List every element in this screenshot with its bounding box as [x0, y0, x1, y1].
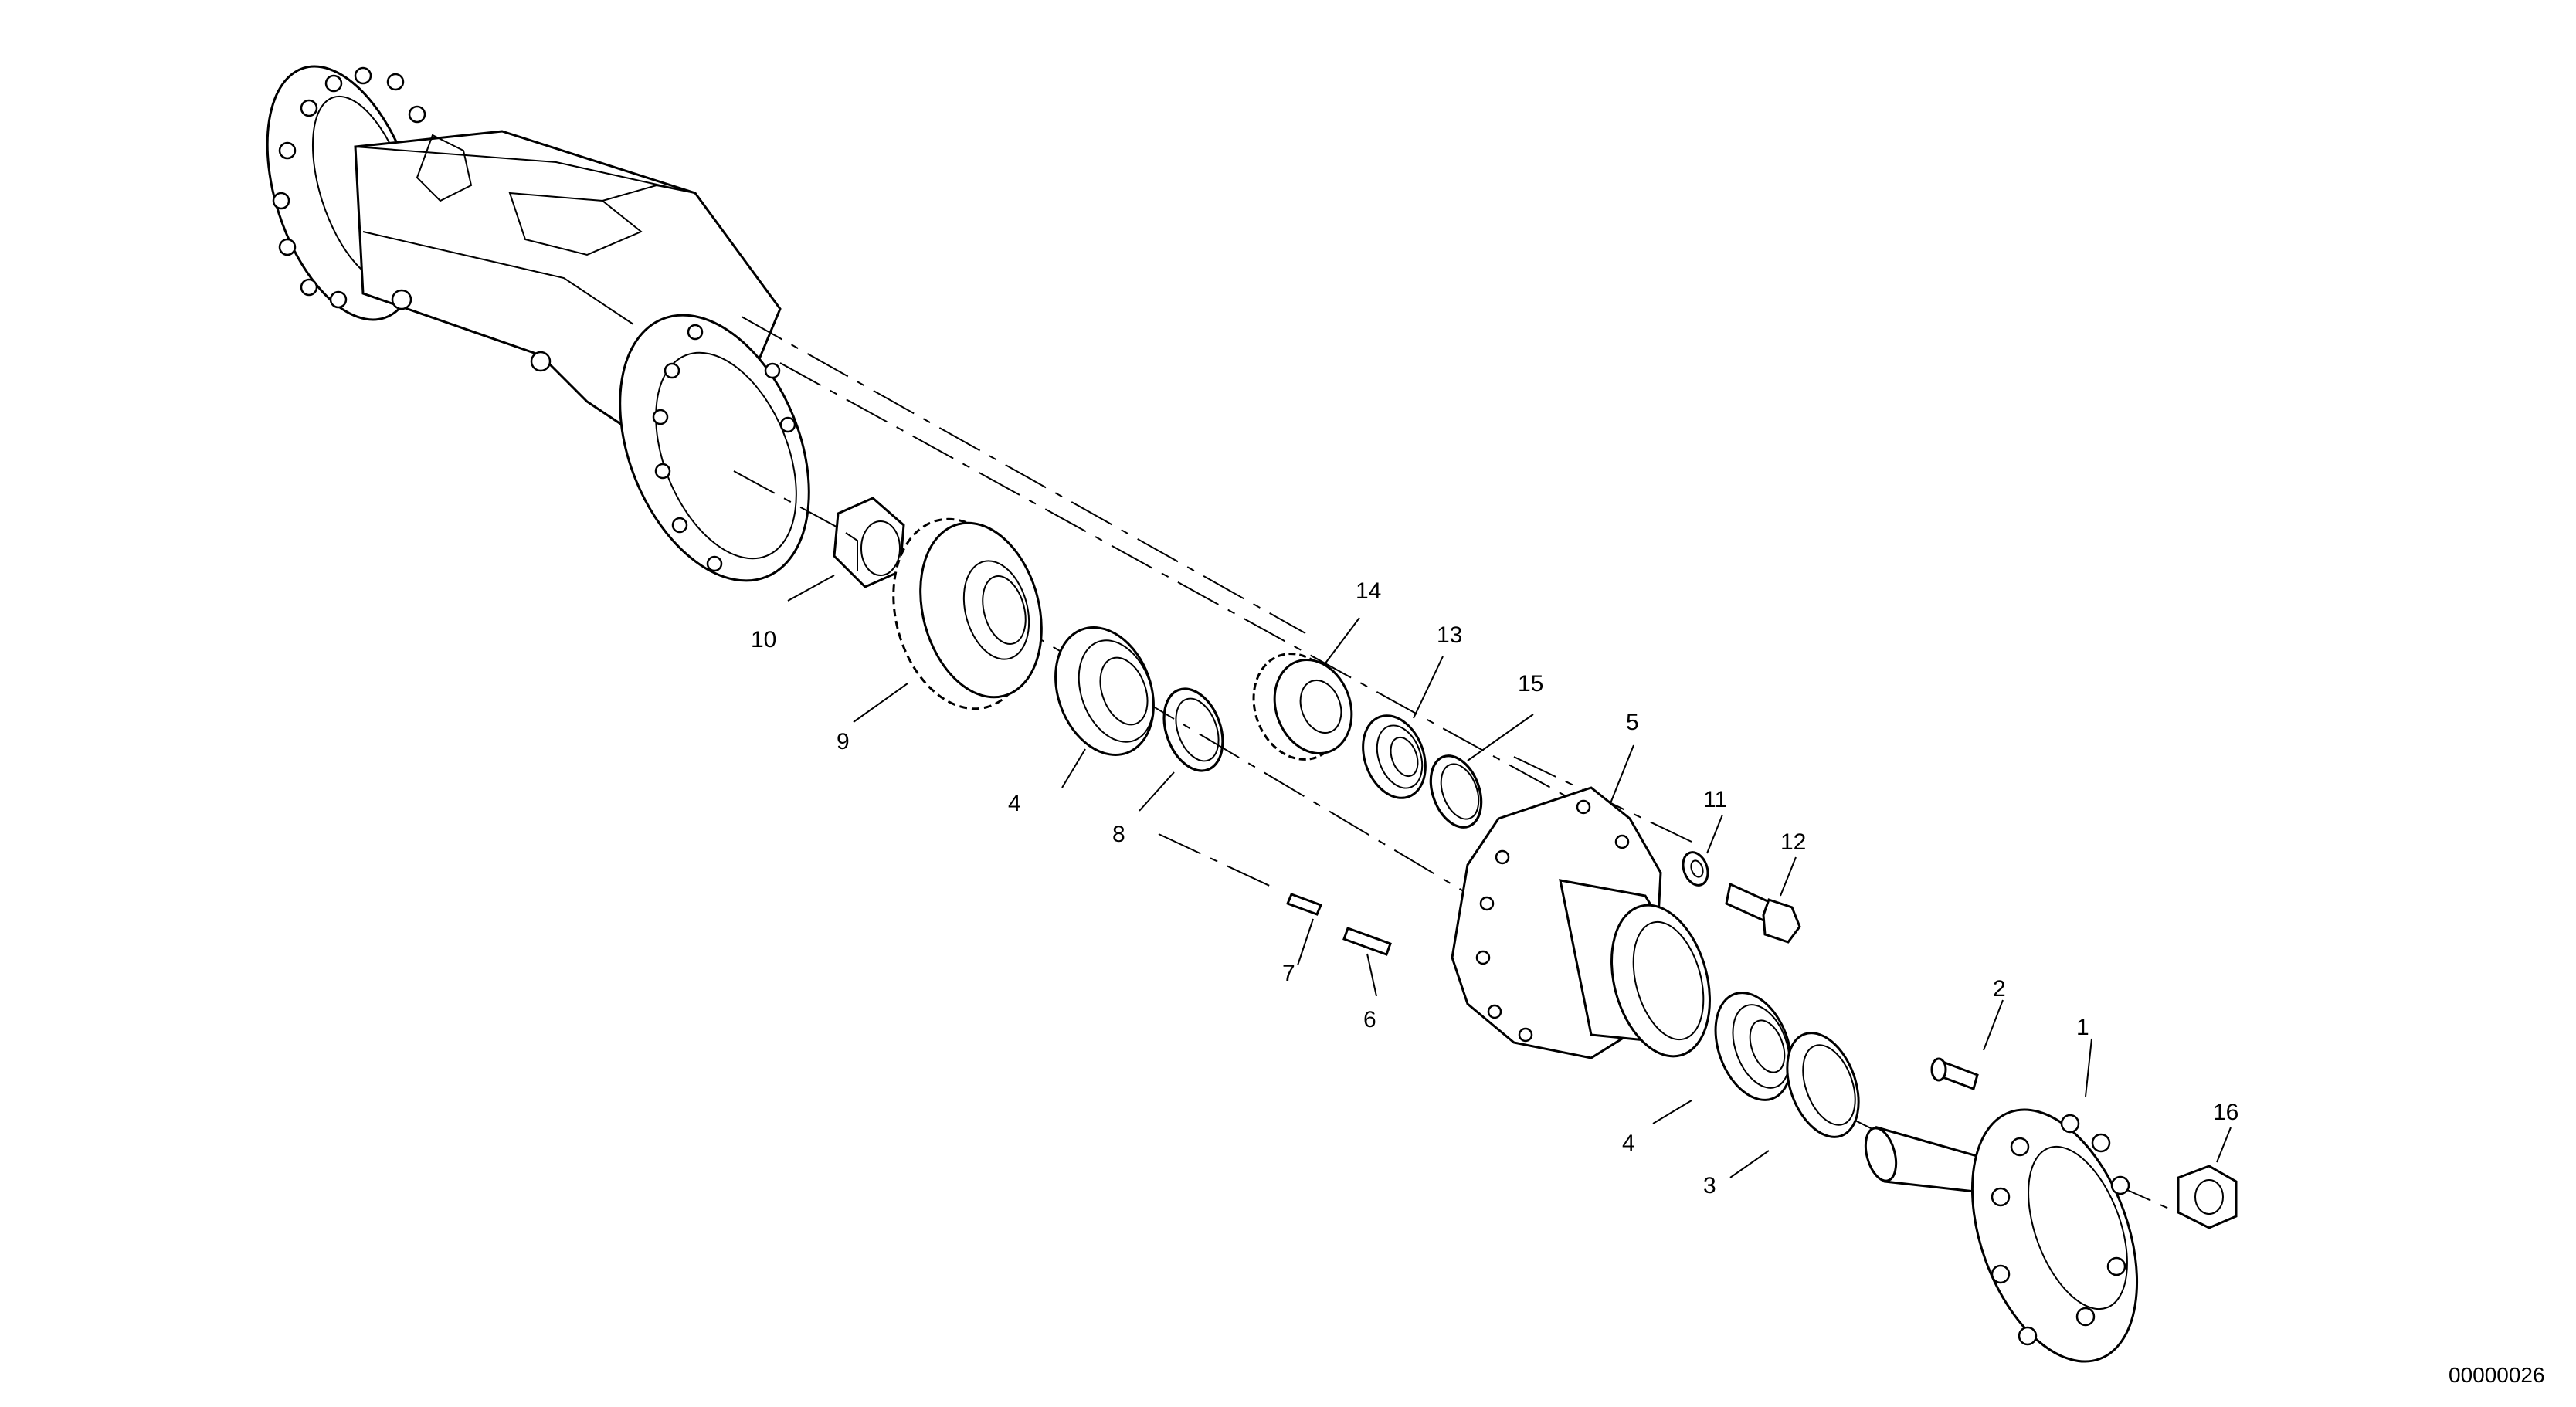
part-7-pin [1286, 893, 1322, 916]
leader-lines [787, 575, 2232, 1178]
callout-8: 8 [1112, 822, 1125, 847]
part-3-seal [1786, 1032, 1860, 1138]
callout-14: 14 [1356, 578, 1381, 604]
part-11-washer [1682, 851, 1709, 887]
hub-holes [1991, 1114, 2130, 1346]
callout-15: 15 [1518, 671, 1543, 697]
axle-housing [266, 65, 810, 582]
part-16-wheel-nut [2177, 1165, 2238, 1229]
part-1-hub-shaft [1864, 1108, 2139, 1363]
callout-4-lower: 4 [1622, 1131, 1635, 1156]
callout-1: 1 [2076, 1015, 2089, 1040]
callout-12: 12 [1780, 829, 1806, 855]
part-9-gear [892, 517, 1043, 710]
callout-13: 13 [1437, 622, 1462, 648]
callout-4-upper: 4 [1008, 791, 1021, 816]
part-15-snap-ring [1429, 754, 1483, 829]
callout-7: 7 [1282, 961, 1295, 986]
part-12-bolt [1725, 882, 1801, 944]
callout-9: 9 [837, 729, 850, 754]
part-13-bearing [1362, 714, 1427, 799]
end-flange-holes [652, 324, 796, 572]
callout-2: 2 [1993, 976, 2006, 1002]
part-10-nut [833, 497, 905, 588]
part-4-bearing-lower [1714, 992, 1793, 1101]
callout-labels: 10 9 4 8 14 13 15 5 11 12 7 6 4 3 2 1 16 [751, 578, 2238, 1198]
part-2-stud [1930, 1057, 1979, 1090]
callout-11: 11 [1703, 787, 1727, 812]
part-4-bearing-upper [1054, 626, 1155, 756]
part-6-pin [1342, 927, 1392, 956]
callout-5: 5 [1626, 710, 1639, 735]
document-number: 00000026 [2449, 1363, 2545, 1387]
part-14-pinion-gear [1252, 653, 1353, 761]
part-5-carrier [1451, 786, 1711, 1059]
carrier-holes [1475, 799, 1630, 1043]
callout-6: 6 [1363, 1007, 1376, 1032]
callout-10: 10 [751, 627, 776, 653]
part-8-snap-ring [1162, 687, 1224, 772]
callout-3: 3 [1703, 1173, 1716, 1198]
callout-16: 16 [2213, 1100, 2238, 1125]
